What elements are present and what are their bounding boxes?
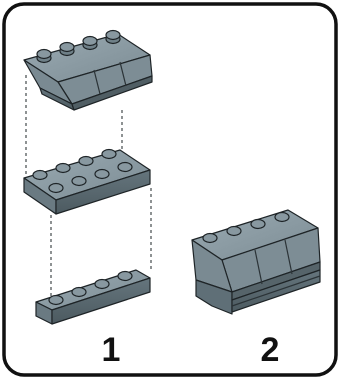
studs	[32, 148, 133, 194]
studs	[48, 270, 133, 306]
plate-1x4-icon	[35, 269, 151, 325]
slope-brick-2x4-icon	[23, 29, 153, 111]
assembled-slope-icon	[191, 209, 321, 315]
plate-2x4-icon	[23, 148, 151, 215]
step-number-1: 1	[102, 331, 121, 369]
studs	[36, 29, 121, 64]
step-number-2: 2	[261, 331, 280, 369]
studs	[202, 211, 290, 244]
